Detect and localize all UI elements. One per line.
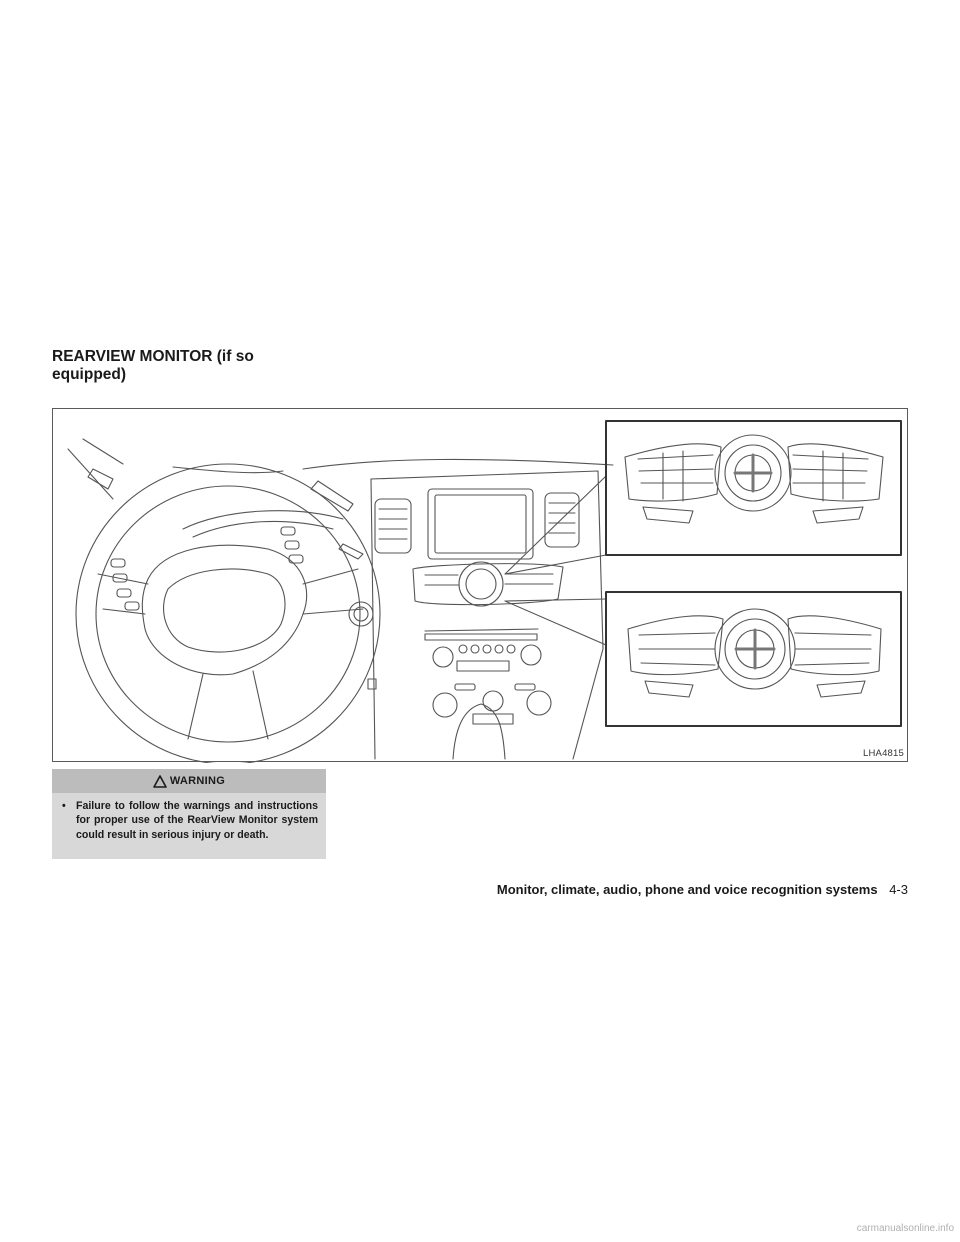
page-footer: Monitor, climate, audio, phone and voice… (497, 882, 908, 897)
warning-item: • Failure to follow the warnings and ins… (52, 793, 326, 842)
warning-triangle-icon (153, 774, 167, 788)
figure-code: LHA4815 (862, 748, 904, 759)
bullet: • (62, 800, 66, 812)
warning-title: WARNING (169, 775, 226, 787)
page-number: 4-3 (889, 882, 908, 897)
warning-text: Failure to follow the warnings and instr… (76, 800, 318, 841)
warning-header: WARNING (52, 769, 326, 793)
watermark: carmanualsonline.info (856, 1223, 954, 1234)
chapter-title: Monitor, climate, audio, phone and voice… (496, 882, 878, 897)
section-heading: REARVIEW MONITOR (if so equipped) (52, 348, 254, 383)
warning-box: WARNING • Failure to follow the warnings… (52, 769, 326, 859)
dashboard-illustration: LHA4815 (52, 408, 908, 763)
dashboard-line-drawing (67, 420, 902, 763)
